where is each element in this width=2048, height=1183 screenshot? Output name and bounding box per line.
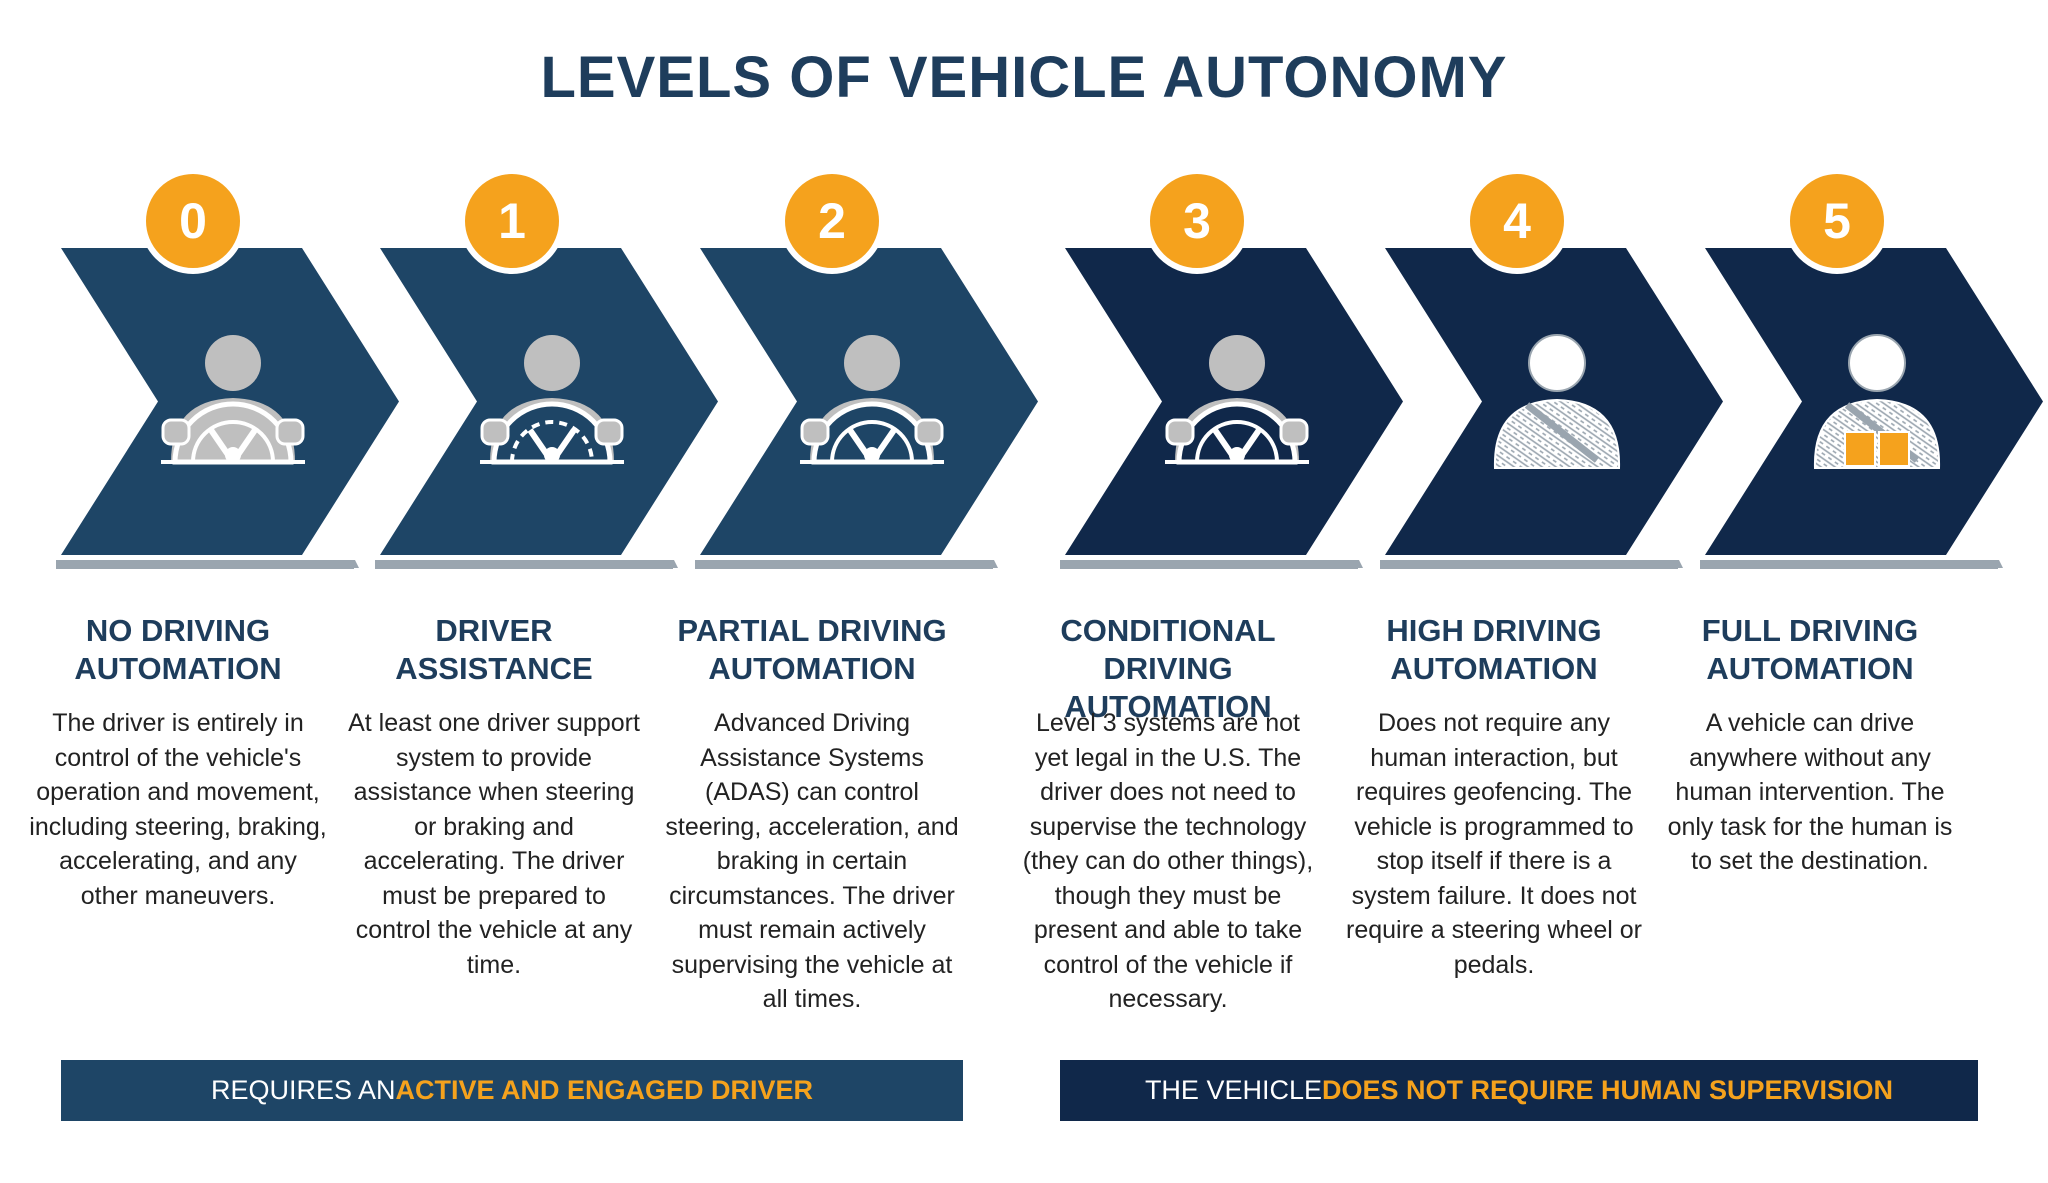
level-4-description: Does not require any human interaction, … [1346, 709, 1642, 979]
page-title: LEVELS OF VEHICLE AUTONOMY [540, 45, 1508, 110]
level-0-name: NO DRIVING AUTOMATION [74, 613, 282, 686]
level-2-name: PARTIAL DRIVING AUTOMATION [677, 613, 947, 686]
chevron-shadow-bar [1700, 560, 1998, 569]
level-5-name: FULL DRIVING AUTOMATION [1701, 613, 1919, 686]
chevron-shadow-bar [695, 560, 993, 569]
chevron-shadow-bar [56, 560, 354, 569]
level-number-badge [779, 168, 885, 274]
level-number: 2 [818, 193, 846, 249]
level-3-chevron: 3 [1060, 168, 1403, 569]
chevron-shadow-bar [375, 560, 673, 569]
driver-wheel-conditional-icon [1165, 335, 1309, 465]
driver-wheel-assist-icon [480, 335, 624, 465]
level-3-name: CONDITIONAL DRIVING AUTOMATION [1060, 613, 1276, 724]
banner-active-driver: REQUIRES AN ACTIVE AND ENGAGED DRIVER [61, 1060, 963, 1121]
level-number: 5 [1823, 193, 1851, 249]
level-number-badge [459, 168, 565, 274]
passenger-reading-book-icon [1813, 334, 1941, 469]
level-1-name: DRIVER ASSISTANCE [395, 613, 593, 686]
banner-highlight: DOES NOT REQUIRE HUMAN SUPERVISION [1321, 1075, 1894, 1105]
level-number-badge [1784, 168, 1890, 274]
passenger-seatbelt-icon [1493, 334, 1621, 469]
level-number-badge [1464, 168, 1570, 274]
level-number: 3 [1183, 193, 1211, 249]
level-5-description: A vehicle can drive anywhere without any… [1667, 709, 1953, 875]
banner-highlight: ACTIVE AND ENGAGED DRIVER [395, 1075, 814, 1105]
chevron-shadow-bar [1380, 560, 1678, 569]
level-4-name: HIGH DRIVING AUTOMATION [1386, 613, 1602, 686]
driver-wheel-partial-icon [800, 335, 944, 465]
level-0-description: The driver is entirely in control of the… [29, 709, 327, 910]
level-number-badge [140, 168, 246, 274]
banner-prefix: REQUIRES AN [210, 1075, 396, 1105]
level-1-description: At least one driver support system to pr… [348, 709, 640, 979]
driver-both-hands-wheel-icon [161, 335, 305, 465]
level-number: 4 [1503, 193, 1531, 249]
level-4-chevron: 4 [1380, 168, 1723, 569]
level-number: 0 [179, 193, 207, 249]
level-0-chevron: 0 [56, 168, 399, 569]
level-3-description: Level 3 systems are not yet legal in the… [1022, 709, 1314, 1013]
chevron-shadow-bar [1060, 560, 1358, 569]
banner-prefix: THE VEHICLE [1144, 1075, 1322, 1105]
level-number-badge [1144, 168, 1250, 274]
level-1-chevron: 1 [375, 168, 718, 569]
level-2-description: Advanced Driving Assistance Systems (ADA… [665, 709, 959, 1013]
level-number: 1 [498, 193, 526, 249]
level-5-chevron: 5 [1700, 168, 2043, 569]
level-2-chevron: 2 [695, 168, 1038, 569]
banner-no-supervision: THE VEHICLE DOES NOT REQUIRE HUMAN SUPER… [1060, 1060, 1978, 1121]
